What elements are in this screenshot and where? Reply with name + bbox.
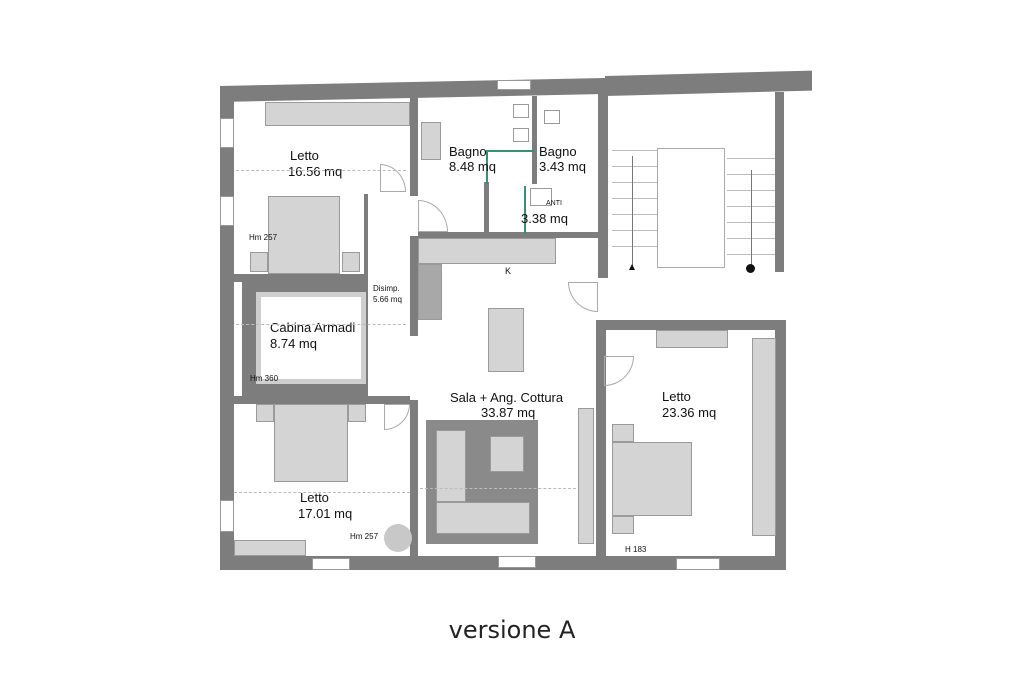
room-name-anti: ANTI [546, 200, 562, 207]
wc-bagno2 [544, 110, 560, 124]
shower-bagno1 [421, 122, 441, 160]
dashed-line [234, 492, 410, 493]
room-name-disimp: Disimp. [373, 284, 400, 293]
stair-step [612, 214, 657, 215]
room-area-anti: 3.38 mq [521, 211, 568, 226]
desk-letto2 [234, 540, 306, 556]
room-name-cabina: Cabina Armadi [270, 320, 356, 335]
stair-step [612, 246, 657, 247]
wall-bath-divider [532, 96, 537, 184]
stair-arrow-icon [629, 264, 635, 270]
room-area-bagno2: 3.43 mq [539, 159, 586, 174]
plan-caption: versione A [448, 616, 576, 644]
stair-step [612, 230, 657, 231]
wall-disimp-left [364, 194, 368, 404]
tv-unit [578, 408, 594, 544]
nightstand-letto2-l [256, 404, 274, 422]
window-bottom-1 [312, 558, 350, 570]
room-name-letto3: Letto [662, 389, 691, 404]
nightstand-letto3-b [612, 516, 634, 534]
room-name-bagno1: Bagno [449, 144, 487, 159]
stair-step [612, 198, 657, 199]
stair-start-dot-icon [746, 264, 755, 273]
wall-sala-bottom-left [410, 400, 418, 558]
dashed-line [236, 324, 406, 325]
round-table-letto2 [384, 524, 412, 552]
room-cabina-inner [256, 292, 366, 384]
wall-letto1-bath [410, 96, 418, 196]
room-name-sala: Sala + Ang. Cottura [450, 390, 564, 405]
nightstand-letto3-t [612, 424, 634, 442]
desk-letto3 [656, 330, 728, 348]
wall-bath-stair [598, 92, 608, 278]
bed-letto2 [274, 404, 348, 482]
glass-partition-v2 [524, 186, 526, 234]
room-area-letto2: 17.01 mq [298, 506, 353, 521]
window-left-1 [220, 118, 234, 148]
wall-left [220, 88, 234, 570]
wall-letto1-bottom [234, 274, 364, 282]
wall-right-stair [775, 92, 784, 272]
coffee-table [490, 436, 524, 472]
height-note-letto2: Hm 257 [350, 532, 379, 541]
wall-anti-left [484, 182, 489, 236]
glass-partition-v1 [486, 150, 488, 184]
wall-disimp-right [410, 236, 418, 336]
room-area-letto1: 16.56 mq [288, 164, 343, 179]
stair-landing [657, 148, 725, 268]
door-letto2 [384, 404, 410, 430]
dashed-line [420, 488, 576, 489]
stair-step [727, 158, 775, 159]
room-area-disimp: 5.66 mq [373, 295, 402, 304]
room-name-letto2: Letto [300, 490, 329, 505]
window-left-3 [220, 500, 234, 532]
stair-step [612, 150, 657, 151]
room-area-bagno1: 8.48 mq [449, 159, 496, 174]
height-note-cabina: Hm 360 [250, 374, 279, 383]
nightstand-letto2-r [348, 404, 366, 422]
wall-letto3-top [596, 320, 786, 330]
wardrobe-letto1 [265, 102, 410, 126]
kitchen-mark: K [505, 266, 512, 276]
window-left-2 [220, 196, 234, 226]
glass-partition-h [486, 150, 534, 152]
room-name-bagno2: Bagno [539, 144, 577, 159]
stair-start-line [751, 170, 752, 268]
bed-letto1 [268, 196, 340, 274]
bidet-bagno1 [513, 128, 529, 142]
wall-bath-bottom [418, 232, 600, 238]
kitchen-island [488, 308, 524, 372]
bed-letto3 [612, 442, 692, 516]
stair-step [612, 166, 657, 167]
room-area-cabina: 8.74 mq [270, 336, 317, 351]
wall-sala-right [596, 320, 606, 558]
window-top [497, 80, 531, 90]
door-bagno1 [418, 200, 448, 232]
nightstand-letto1-r [342, 252, 360, 272]
wall-right-lower [775, 322, 786, 568]
sink-anti [530, 188, 552, 206]
wardrobe-letto3 [752, 338, 776, 536]
window-bottom-3 [676, 558, 720, 570]
height-note-letto3: H 183 [625, 545, 647, 554]
dashed-line [236, 170, 406, 171]
height-note-letto1: Hm 257 [249, 233, 278, 242]
wc-bagno1 [513, 104, 529, 118]
kitchen-column [418, 264, 442, 320]
sofa-seat-l [436, 430, 466, 502]
door-sala [568, 282, 598, 312]
door-letto3 [604, 356, 634, 386]
stair-step [612, 182, 657, 183]
sofa-seat-b [436, 502, 530, 534]
room-name-letto1: Letto [290, 148, 319, 163]
window-bottom-2 [498, 556, 536, 568]
stair-arrow-line [632, 156, 633, 266]
wall-letto2-top [234, 396, 410, 404]
door-letto1 [380, 164, 406, 192]
kitchen-counter [418, 238, 556, 264]
nightstand-letto1-l [250, 252, 268, 272]
room-area-letto3: 23.36 mq [662, 405, 717, 420]
room-area-sala: 33.87 mq [481, 405, 536, 420]
